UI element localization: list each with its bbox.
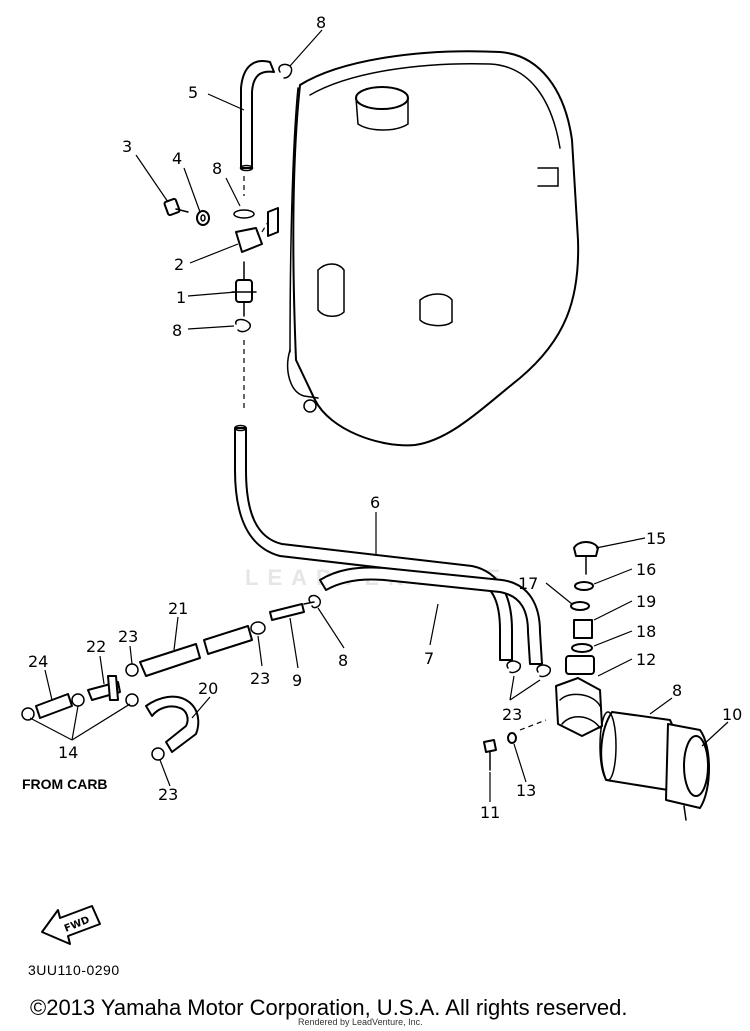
tee-fitting: [87, 675, 121, 701]
copyright-notice: ©2013 Yamaha Motor Corporation, U.S.A. A…: [30, 995, 628, 1020]
clip-8-upper: [233, 209, 255, 219]
diagram-code: 3UU110-0290: [28, 962, 120, 978]
callout-23: 23: [118, 627, 138, 646]
pump-inlet-clips: [506, 660, 552, 701]
hose-clip: [278, 63, 293, 79]
fuel-filter: [665, 723, 710, 821]
grommet-stack: [570, 541, 599, 653]
callout-19: 19: [636, 592, 656, 611]
from-carb-label: FROM CARB: [22, 776, 108, 792]
callout-15: 15: [646, 529, 666, 548]
callout-8: 8: [212, 159, 222, 178]
callout-23: 23: [250, 669, 270, 688]
callout-14: 13: [516, 781, 536, 800]
fitting-clip: [308, 594, 322, 609]
leader-lines: [29, 29, 729, 802]
pump-bolt: [483, 739, 497, 771]
clips-23: [21, 621, 266, 761]
callout-1: 1: [176, 288, 186, 307]
tank-bracket: [537, 167, 559, 187]
callout-8: 8: [172, 321, 182, 340]
callout-16: 16: [636, 560, 656, 579]
fuel-hose-21: [139, 625, 253, 677]
pump-washer: [507, 732, 517, 744]
check-valve: [231, 261, 257, 317]
callout-23: 23: [158, 785, 178, 804]
callout-8: 8: [316, 13, 326, 32]
washer: [196, 210, 210, 226]
callout-17: 17: [518, 574, 538, 593]
callout-20: 20: [198, 679, 218, 698]
hose-bracket: [235, 207, 279, 253]
callout-7: 7: [424, 649, 434, 668]
callout-2: 2: [174, 255, 184, 274]
fwd-arrow: FWD: [41, 905, 101, 945]
callout-12: 12: [636, 650, 656, 669]
fuel-hose-20: [145, 695, 200, 753]
callout-8: 23: [502, 705, 522, 724]
rendered-by-note: Rendered by LeadVenture, Inc.: [298, 1017, 423, 1027]
callout-21: 21: [168, 599, 188, 618]
hose-fitting: [269, 601, 315, 621]
callout-13: 11: [480, 803, 500, 822]
fuel-hose-6: [234, 424, 513, 661]
tank-mount-left: [317, 263, 345, 317]
bolt: [163, 197, 189, 217]
callout-11: 10: [722, 705, 742, 724]
callout-18: 18: [636, 622, 656, 641]
callout-9: 9: [292, 671, 302, 690]
callout-23: 14: [58, 743, 78, 762]
pump-bracket: [555, 655, 603, 737]
clip-8-lower: [235, 318, 251, 333]
callout-3: 3: [122, 137, 132, 156]
tank-mount-right: [419, 293, 453, 327]
tank-filler-neck: [355, 86, 409, 110]
callout-4: 4: [172, 149, 182, 168]
callout-22: 22: [86, 637, 106, 656]
breather-hose: [239, 60, 275, 172]
callout-5: 5: [188, 83, 198, 102]
fuel-tank: [286, 50, 580, 447]
callout-24: 24: [28, 652, 48, 671]
callout-6: 6: [370, 493, 380, 512]
fuel-hose-24: [35, 693, 73, 719]
callout-10: 8: [672, 681, 682, 700]
fuel-hose-7: [319, 566, 543, 665]
callout-8: 8: [338, 651, 348, 670]
